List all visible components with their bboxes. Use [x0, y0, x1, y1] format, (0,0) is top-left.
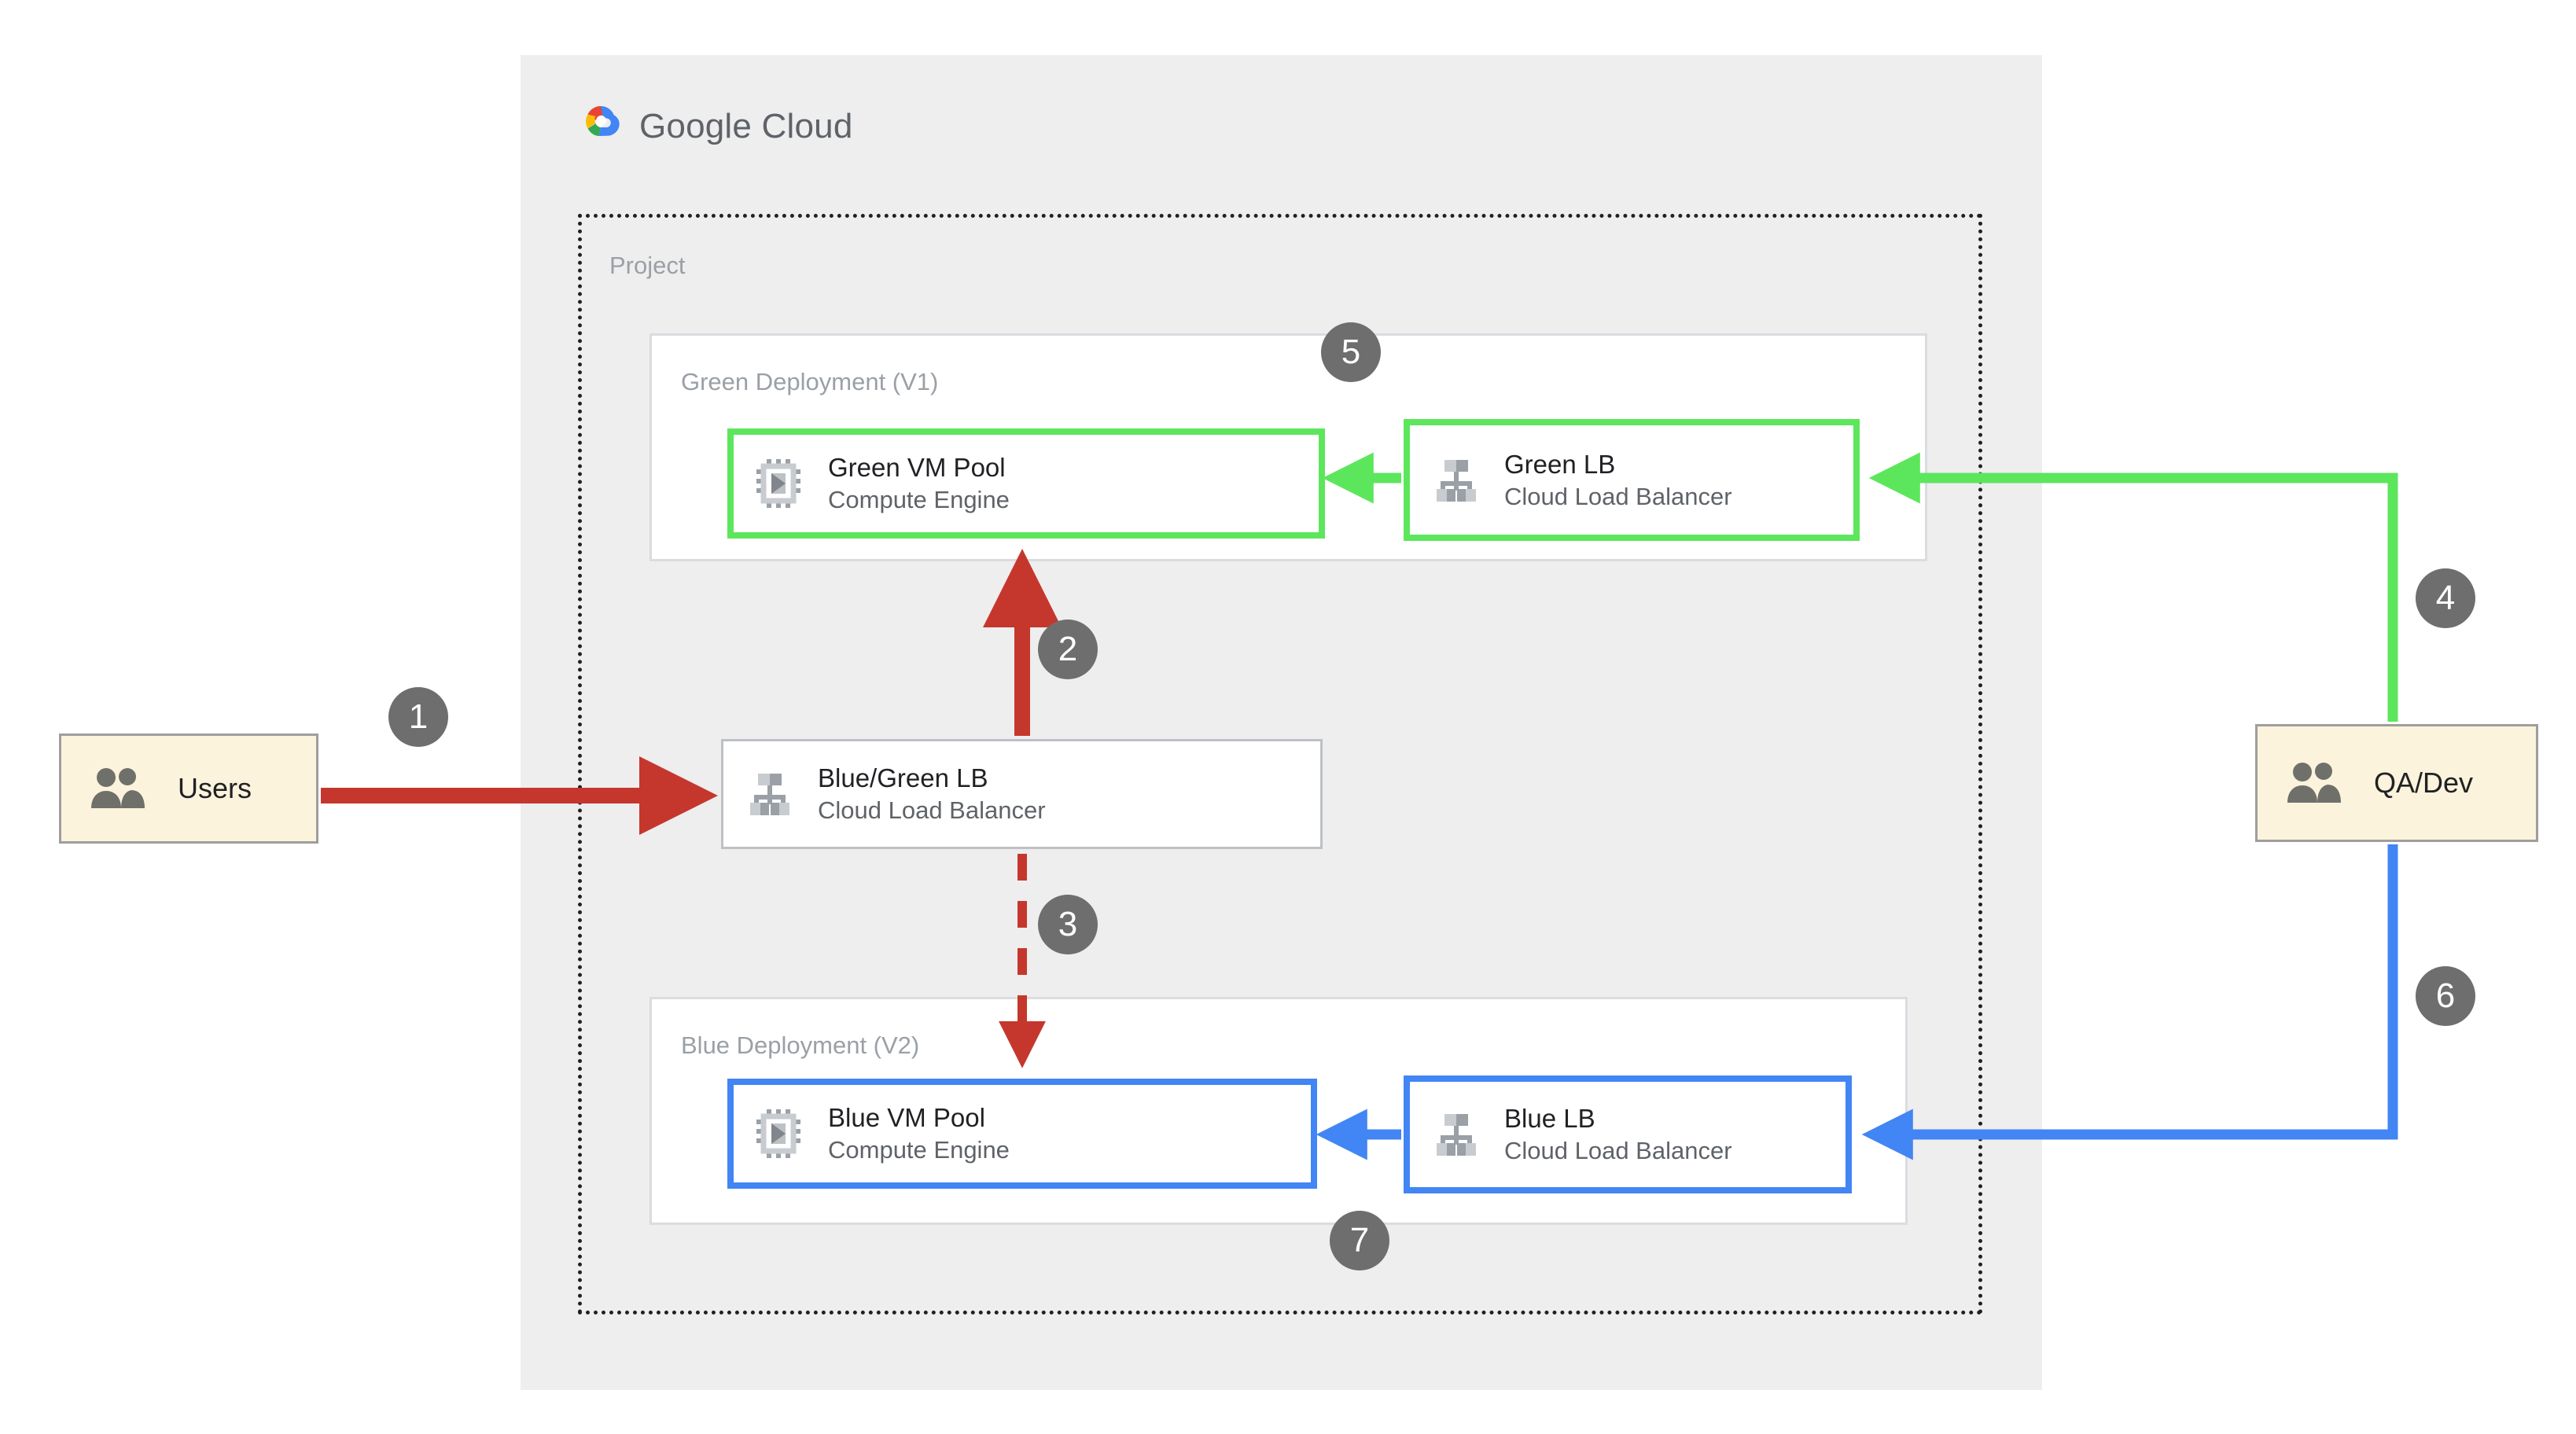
node-blue-lb-labels: Blue LB Cloud Load Balancer — [1504, 1102, 1732, 1167]
node-bluegreen-lb[interactable]: Blue/Green LB Cloud Load Balancer — [721, 739, 1323, 849]
load-balancer-icon — [1432, 455, 1482, 506]
node-green-lb-labels: Green LB Cloud Load Balancer — [1504, 448, 1732, 513]
node-users-title: Users — [178, 771, 252, 804]
node-blue-vm-pool-subtitle: Compute Engine — [828, 1136, 1010, 1164]
step-badge-5: 5 — [1321, 322, 1381, 382]
load-balancer-icon — [1432, 1109, 1482, 1160]
node-qa-dev[interactable]: QA/Dev — [2255, 724, 2538, 842]
node-blue-vm-pool-title: Blue VM Pool — [828, 1103, 985, 1133]
google-cloud-wordmark: Google Cloud — [639, 107, 853, 146]
node-bluegreen-lb-labels: Blue/Green LB Cloud Load Balancer — [818, 762, 1046, 826]
node-green-vm-pool-labels: Green VM Pool Compute Engine — [828, 451, 1010, 516]
node-blue-vm-pool-labels: Blue VM Pool Compute Engine — [828, 1101, 1010, 1166]
project-boundary — [578, 214, 1982, 1314]
step-badge-6: 6 — [2416, 966, 2475, 1026]
users-icon — [90, 766, 151, 811]
node-green-lb[interactable]: Green LB Cloud Load Balancer — [1404, 419, 1860, 541]
load-balancer-icon — [745, 769, 796, 819]
compute-engine-icon — [756, 458, 806, 509]
step-badge-7: 7 — [1330, 1211, 1389, 1270]
step-badge-4: 4 — [2416, 568, 2475, 628]
node-green-lb-subtitle: Cloud Load Balancer — [1504, 482, 1732, 510]
node-qa-dev-labels: QA/Dev — [2374, 765, 2473, 801]
blue-deployment-label: Blue Deployment (V2) — [681, 1031, 920, 1059]
compute-engine-icon — [756, 1109, 806, 1159]
step-badge-2: 2 — [1038, 620, 1098, 679]
node-bluegreen-lb-subtitle: Cloud Load Balancer — [818, 796, 1046, 825]
node-blue-lb[interactable]: Blue LB Cloud Load Balancer — [1404, 1076, 1852, 1193]
node-green-vm-pool[interactable]: Green VM Pool Compute Engine — [727, 428, 1325, 539]
step-badge-1: 1 — [388, 687, 448, 747]
node-blue-lb-subtitle: Cloud Load Balancer — [1504, 1137, 1732, 1165]
brand-cloud: Cloud — [761, 106, 853, 145]
google-cloud-logo-row: Google Cloud — [576, 104, 853, 149]
node-users[interactable]: Users — [59, 734, 318, 844]
node-green-vm-pool-subtitle: Compute Engine — [828, 486, 1010, 514]
node-green-lb-title: Green LB — [1504, 449, 1616, 479]
node-bluegreen-lb-title: Blue/Green LB — [818, 763, 988, 793]
green-deployment-label: Green Deployment (V1) — [681, 368, 939, 395]
google-cloud-logo-icon — [576, 104, 625, 149]
step-badge-3: 3 — [1038, 895, 1098, 954]
node-qa-dev-title: QA/Dev — [2374, 766, 2474, 799]
users-icon — [2286, 760, 2347, 806]
node-blue-vm-pool[interactable]: Blue VM Pool Compute Engine — [727, 1079, 1317, 1189]
brand-google: Google — [639, 106, 753, 145]
project-label: Project — [609, 252, 686, 279]
node-blue-lb-title: Blue LB — [1504, 1104, 1595, 1134]
node-green-vm-pool-title: Green VM Pool — [828, 453, 1006, 483]
node-users-labels: Users — [178, 770, 252, 807]
